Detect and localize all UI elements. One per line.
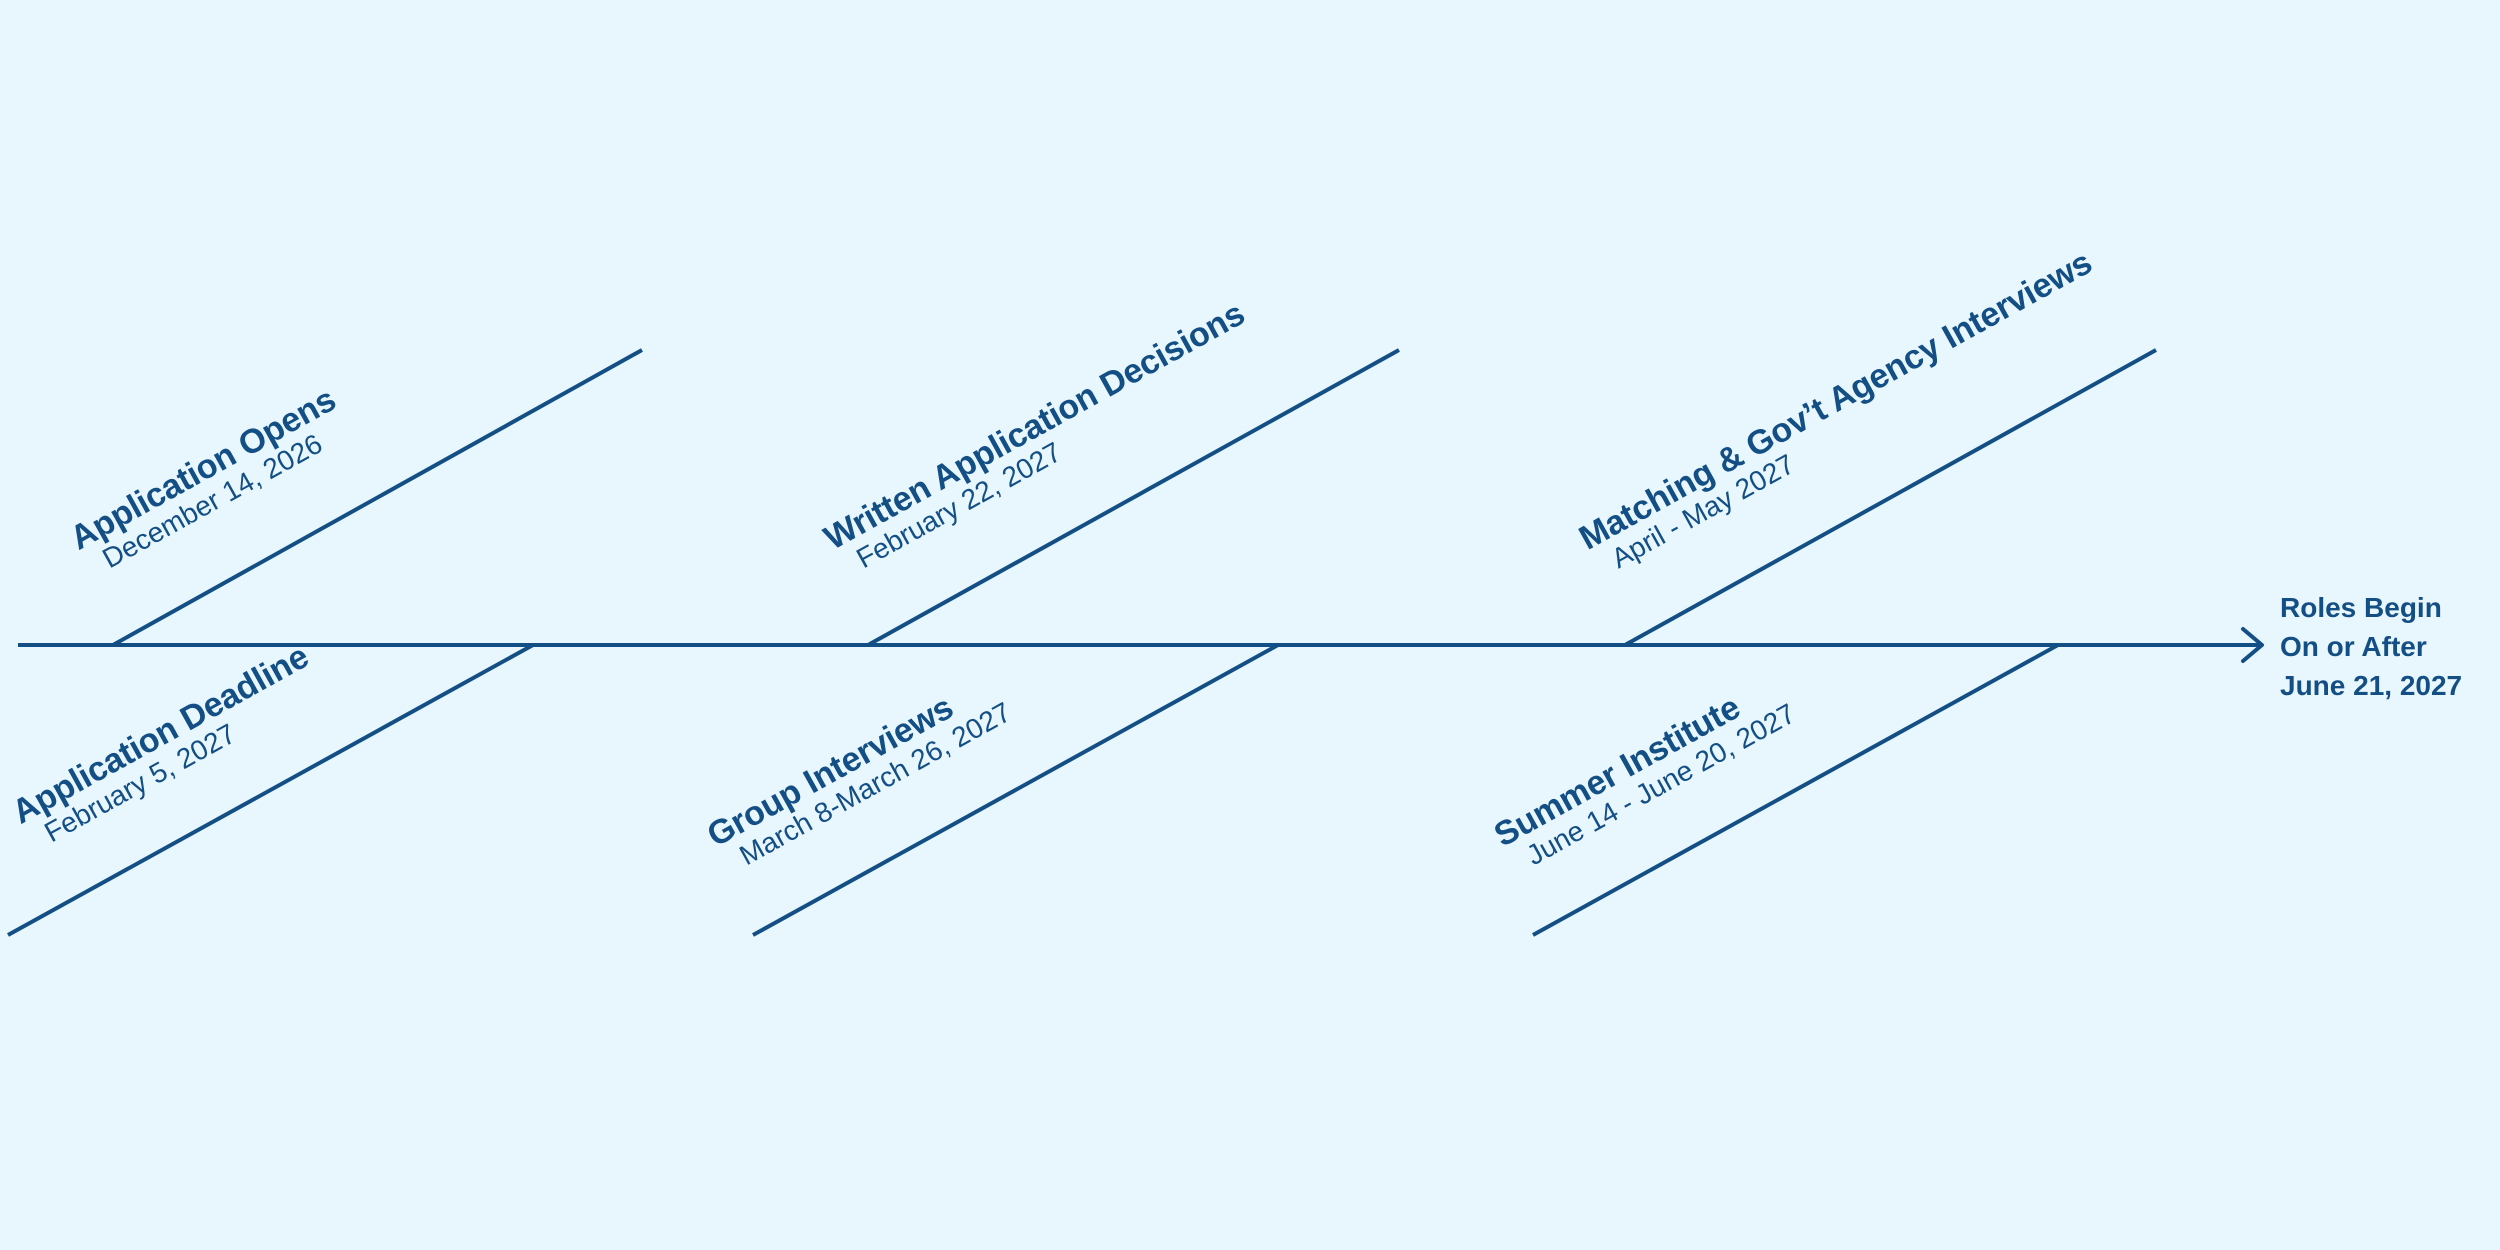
milestone-1-branch [112,348,643,647]
end-label-line-1: Roles Begin [2280,592,2442,623]
end-label: Roles Begin On or After June 21, 2027 [2280,588,2462,705]
timeline-arrowhead-icon [2241,627,2264,663]
milestone-4-branch [752,643,1279,937]
end-label-line-3: June 21, 2027 [2280,670,2463,701]
milestone-5-branch [1624,348,2157,647]
milestone-3-branch [867,348,1400,647]
milestone-6-branch [1532,643,2059,937]
end-label-line-2: On or After [2280,631,2427,662]
milestone-2-branch [7,643,534,937]
